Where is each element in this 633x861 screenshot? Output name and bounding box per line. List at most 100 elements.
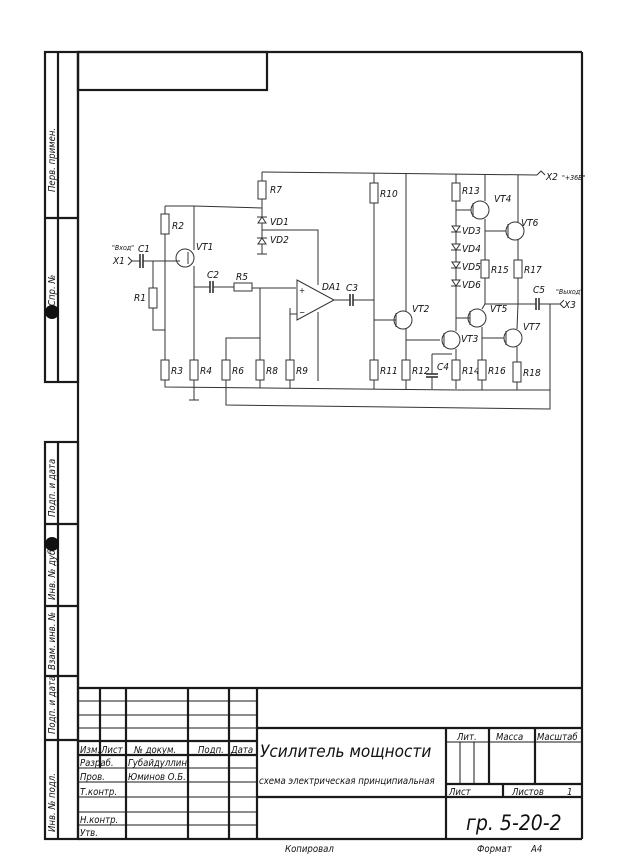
row-role: Утв. — [80, 828, 98, 839]
label-r4: R4 — [200, 366, 212, 377]
resistor-r8 — [255, 359, 265, 381]
label-c5: C5 — [533, 285, 545, 296]
resistor-r7 — [257, 180, 267, 200]
side-label: Взам. инв. № — [47, 612, 58, 670]
lit-label: Лит. — [456, 732, 477, 743]
diode-vd5 — [451, 261, 461, 269]
resistor-r5 — [233, 282, 253, 292]
row-role: Пров. — [80, 772, 105, 783]
resistor-r9 — [285, 359, 295, 381]
label-vd4: VD4 — [462, 244, 481, 255]
label-vt2: VT2 — [412, 304, 430, 315]
transistor-vt5 — [467, 308, 487, 328]
svg-text:+: + — [299, 286, 305, 295]
diode-vd4 — [451, 243, 461, 251]
label-r16: R16 — [488, 366, 506, 377]
connector-x3-ref: X3 — [563, 300, 576, 311]
label-vt6: VT6 — [521, 218, 539, 229]
mass-label: Масса — [496, 732, 523, 743]
row-name: Юминов О.Б. — [128, 772, 186, 783]
label-r15: R15 — [491, 265, 509, 276]
diode-vd6 — [451, 279, 461, 287]
label-r3: R3 — [171, 366, 183, 377]
label-r7: R7 — [270, 185, 282, 196]
label-r6: R6 — [232, 366, 244, 377]
sheets-value: 1 — [567, 787, 572, 798]
header-doc-no: № докум. — [133, 745, 176, 756]
label-vt5: VT5 — [490, 304, 508, 315]
label-c2: C2 — [207, 270, 219, 281]
label-r9: R9 — [296, 366, 308, 377]
label-vt1: VT1 — [196, 242, 213, 253]
format-value: А4 — [530, 844, 542, 855]
label-r1: R1 — [134, 293, 146, 304]
label-r11: R11 — [380, 366, 398, 377]
label-r8: R8 — [266, 366, 278, 377]
label-vt3: VT3 — [461, 334, 479, 345]
label-vd3: VD3 — [462, 226, 481, 237]
side-strip: Перв. примен. Спр. № Подп. и дата Инв. №… — [43, 50, 80, 841]
resistor-r4 — [189, 359, 199, 381]
opamp-da1 — [296, 279, 336, 321]
drawing-subtitle: схема электрическая принципиальная — [259, 776, 435, 787]
header-list: Лист — [100, 745, 124, 756]
label-vd1: VD1 — [270, 217, 289, 228]
resistor-r1 — [148, 287, 158, 309]
punch-hole — [45, 537, 59, 551]
label-r5: R5 — [236, 272, 248, 283]
connector-x2-ref: X2 — [545, 172, 558, 183]
side-label: Подп. и дата — [47, 459, 58, 517]
row-role: Н.контр. — [80, 815, 118, 826]
row-role: Т.контр. — [80, 787, 117, 798]
format-label: Формат — [477, 844, 513, 855]
scale-label: Масштаб — [537, 732, 578, 743]
label-r12: R12 — [412, 366, 430, 377]
resistor-r15 — [480, 259, 490, 279]
svg-text:−: − — [299, 308, 305, 317]
transistor-vt7 — [503, 328, 523, 348]
zener-vd2 — [257, 237, 267, 245]
sheet-label: Лист — [448, 787, 472, 798]
label-r18: R18 — [523, 368, 541, 379]
label-vd5: VD5 — [462, 262, 481, 273]
label-r14: R14 — [462, 366, 480, 377]
connector-x3-note: "Выход" — [556, 288, 583, 296]
label-c1: C1 — [138, 244, 150, 255]
connector-x2-note: "+36В" — [562, 174, 586, 182]
label-vd2: VD2 — [270, 235, 289, 246]
drawing-title: Усилитель мощности — [260, 742, 431, 762]
label-da1: DA1 — [322, 282, 341, 293]
row-name: Губайдуллин — [128, 758, 187, 769]
row-role: Разраб. — [80, 758, 114, 769]
resistor-r2 — [160, 213, 170, 235]
title-block: Изм. Лист № докум. Подп. Дата Разраб. Гу… — [78, 686, 582, 855]
label-r2: R2 — [172, 221, 184, 232]
resistor-r18 — [512, 361, 522, 383]
connector-x1-note: "Вход" — [112, 244, 134, 252]
resistor-r17 — [513, 259, 523, 279]
drawing-frame — [76, 50, 584, 841]
punch-hole — [45, 305, 59, 319]
transistor-vt2 — [393, 310, 413, 330]
resistor-r11 — [369, 359, 379, 381]
diode-vd3 — [451, 225, 461, 233]
label-r17: R17 — [524, 265, 542, 276]
side-label: Подп. и дата — [47, 676, 58, 734]
label-vd6: VD6 — [462, 280, 481, 291]
side-label: Инв. № дубл. — [47, 542, 58, 600]
label-vt4: VT4 — [494, 194, 512, 205]
copied-label: Копировал — [285, 844, 334, 855]
schematic: X2 "+36В" R7 VD1 VD2 R2 VT1 "Вход" X1 — [112, 170, 586, 410]
drawing-designation: гр. 5-20-2 — [466, 811, 562, 835]
label-c4: C4 — [437, 362, 449, 373]
header-izm: Изм. — [80, 745, 100, 756]
connector-x1-ref: X1 — [112, 256, 125, 267]
resistor-r6 — [221, 359, 231, 381]
label-r10: R10 — [380, 189, 398, 200]
label-c3: C3 — [346, 283, 358, 294]
zener-vd1 — [257, 216, 267, 224]
resistor-r14 — [451, 359, 461, 381]
resistor-r13 — [451, 182, 461, 202]
side-label: Спр. № — [47, 275, 58, 306]
